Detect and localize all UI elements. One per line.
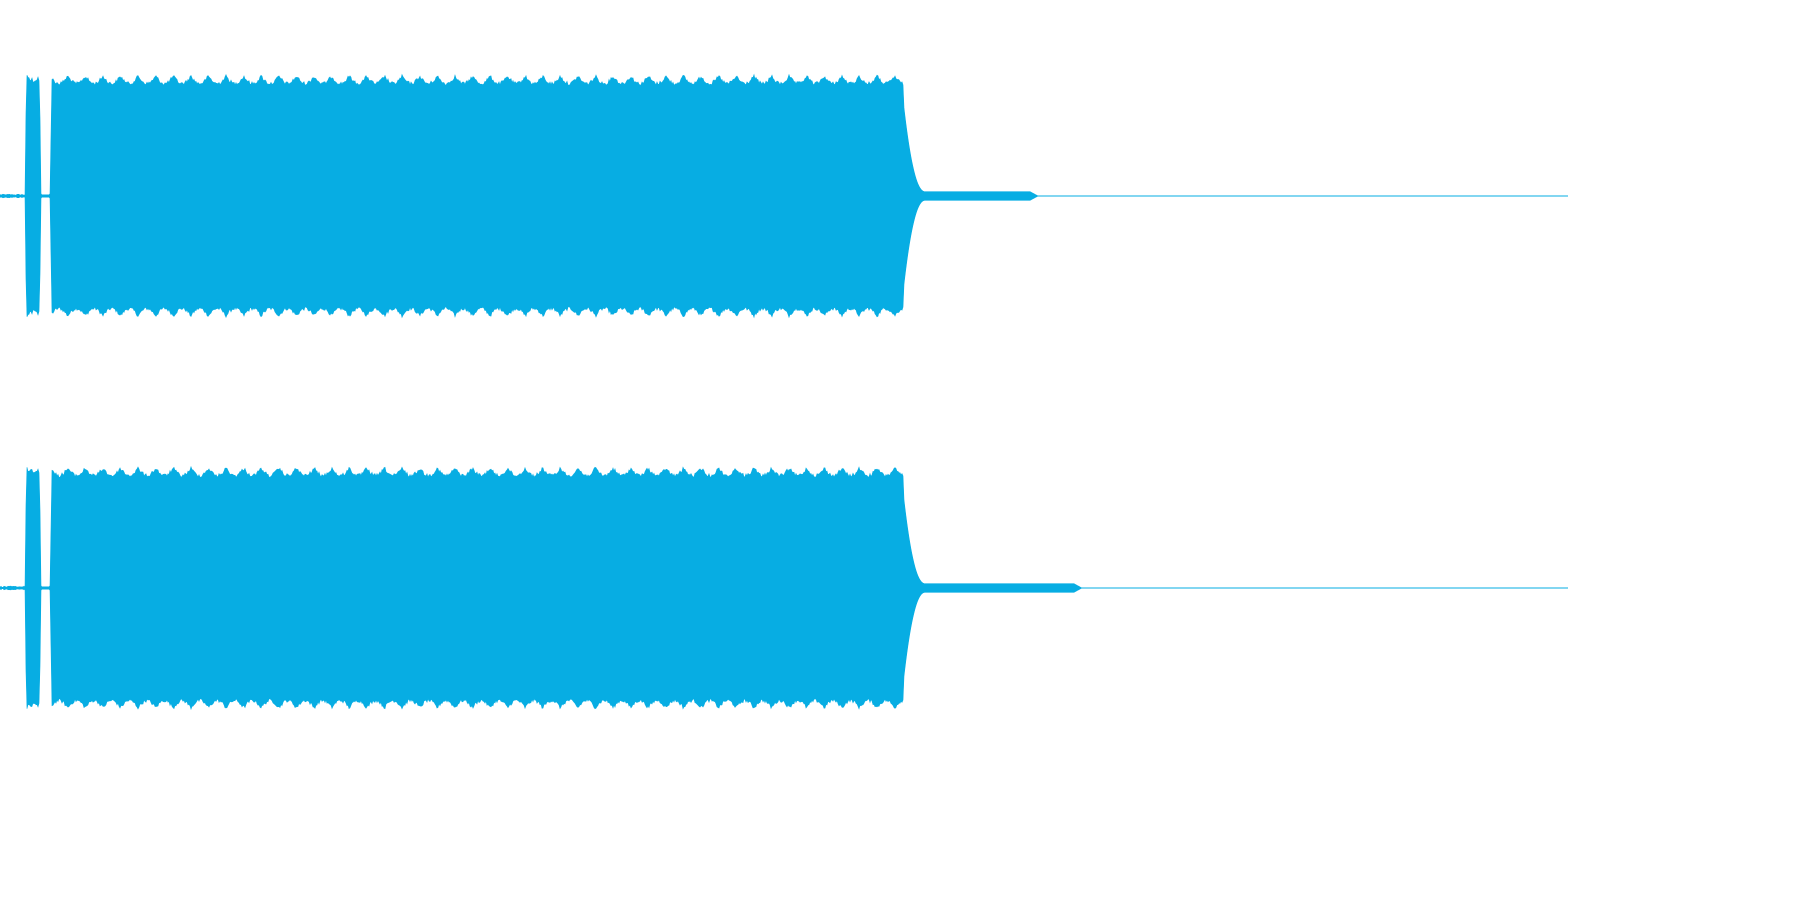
waveform-display [0, 72, 1568, 711]
waveform-envelope [0, 465, 1568, 711]
waveform-envelope [0, 73, 1568, 319]
channel-left-waveform [0, 72, 1568, 319]
channel-right-waveform [0, 464, 1568, 711]
